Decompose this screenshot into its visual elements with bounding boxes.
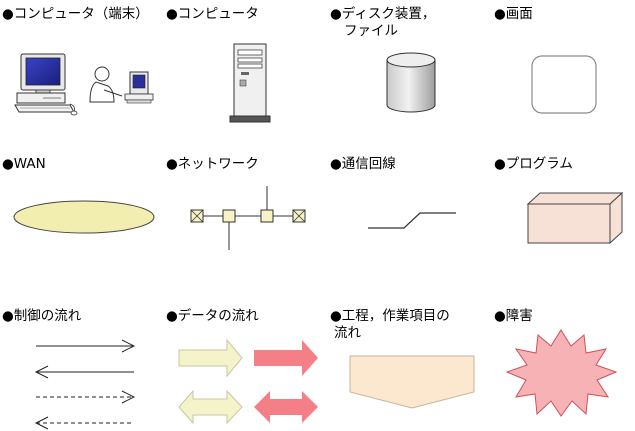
process-flow-shape: [349, 355, 475, 409]
label-process-flow: ●工程，作業項目の 流れ: [330, 308, 450, 341]
network-icon: [190, 186, 306, 250]
failure-starburst: [505, 329, 618, 417]
computer-tower-icon: [229, 43, 271, 123]
label-computer-terminal: ●コンピュータ（端末）: [2, 6, 149, 22]
label-data-flow: ●データの流れ: [166, 308, 259, 324]
label-communication-line: ●通信回線: [330, 156, 396, 172]
control-flow-arrows: [34, 339, 136, 430]
label-computer: ●コンピュータ: [166, 6, 259, 22]
label-wan: ●WAN: [2, 156, 46, 172]
computer-terminal-icon: [14, 53, 154, 116]
label-disk-device: ●ディスク装置， ファイル: [330, 6, 436, 39]
label-failure: ●障害: [494, 308, 533, 324]
label-program: ●プログラム: [494, 156, 573, 172]
screen-shape: [531, 55, 597, 114]
label-network: ●ネットワーク: [166, 156, 259, 172]
label-screen: ●画面: [494, 6, 533, 22]
wan-ellipse: [13, 200, 155, 234]
data-flow-arrows: [178, 338, 318, 425]
program-box-icon: [526, 191, 624, 245]
disk-cylinder-icon: [386, 52, 436, 113]
communication-line-icon: [368, 212, 456, 229]
label-control-flow: ●制御の流れ: [2, 308, 82, 324]
